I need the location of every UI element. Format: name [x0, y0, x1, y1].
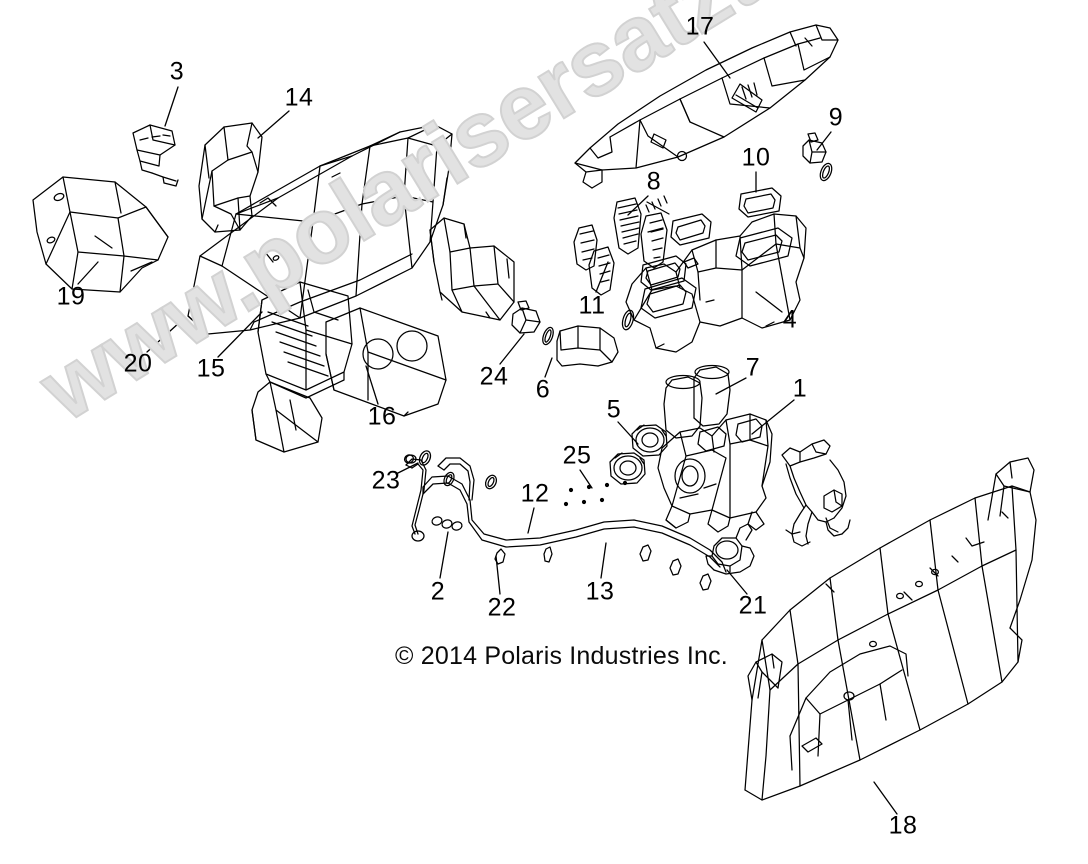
part-25-hardware: [563, 480, 628, 507]
callout-23: 23: [371, 466, 401, 495]
wiring-harness: [781, 439, 851, 547]
part-15-20-dash-panel: [187, 124, 453, 335]
part-1-blower-assembly: [657, 413, 773, 533]
part-9-fitting: [802, 132, 833, 182]
leader-line-2: [439, 531, 449, 579]
leader-line-18: [873, 781, 898, 815]
callout-25: 25: [562, 441, 592, 470]
part-8-11-louvers: [573, 197, 712, 296]
callout-leader-lines: [77, 41, 898, 815]
leader-line-4: [755, 291, 783, 313]
callout-14: 14: [284, 83, 314, 112]
part-4-center-duct: [625, 213, 807, 353]
leader-line-7: [715, 377, 747, 395]
leader-line-23: [395, 462, 419, 475]
part-17-upper-cover: [574, 24, 839, 215]
leader-line-14: [257, 110, 290, 139]
callout-16: 16: [367, 402, 397, 431]
leader-line-15: [217, 311, 263, 358]
part-5-fittings: [609, 424, 668, 485]
callout-21: 21: [738, 591, 768, 620]
leader-line-21: [726, 569, 748, 595]
part-18-console-panel: [744, 457, 1037, 801]
part-12-13-hoses: [422, 457, 727, 573]
leader-line-3: [164, 86, 179, 127]
callout-7: 7: [745, 353, 761, 382]
leader-line-6: [544, 357, 553, 378]
leader-line-13: [600, 542, 607, 579]
callout-20: 20: [123, 349, 153, 378]
callout-3: 3: [169, 57, 185, 86]
callout-12: 12: [520, 479, 550, 508]
callout-9: 9: [828, 103, 844, 132]
callout-5: 5: [606, 395, 622, 424]
leader-line-1: [751, 399, 795, 435]
callout-15: 15: [196, 354, 226, 383]
callout-8: 8: [646, 167, 662, 196]
leader-line-5: [617, 421, 639, 445]
callout-4: 4: [782, 305, 798, 334]
leader-line-22: [495, 555, 501, 595]
leader-line-19: [77, 261, 99, 285]
part-16-heater-housing: [251, 217, 515, 453]
part-3-switch: [132, 124, 179, 187]
callout-6: 6: [535, 375, 551, 404]
leader-line-16: [365, 365, 379, 405]
leader-line-12: [527, 507, 535, 534]
part-7-outlet-tubes: [663, 364, 731, 439]
part-24-6-hose: [511, 300, 635, 367]
callout-17: 17: [685, 12, 715, 41]
callout-18: 18: [888, 811, 918, 840]
leader-line-8: [627, 195, 649, 216]
part-19-left-duct: [32, 176, 169, 293]
callout-2: 2: [430, 577, 446, 606]
part-10-bezel: [738, 187, 782, 218]
callout-10: 10: [741, 143, 771, 172]
part-21-valve: [705, 523, 755, 575]
leader-line-11: [595, 261, 609, 293]
leader-line-9: [816, 131, 832, 151]
leader-line-24: [499, 333, 525, 365]
callout-11: 11: [578, 291, 606, 320]
leader-line-17: [703, 41, 731, 79]
leader-line-25: [579, 469, 593, 489]
copyright-notice: © 2014 Polaris Industries Inc.: [395, 642, 728, 670]
callout-19: 19: [56, 282, 86, 311]
callout-22: 22: [487, 593, 517, 622]
callout-24: 24: [479, 362, 509, 391]
clamps: [403, 450, 712, 591]
callout-1: 1: [792, 374, 808, 403]
callout-13: 13: [585, 577, 615, 606]
leader-line-20: [146, 321, 181, 353]
